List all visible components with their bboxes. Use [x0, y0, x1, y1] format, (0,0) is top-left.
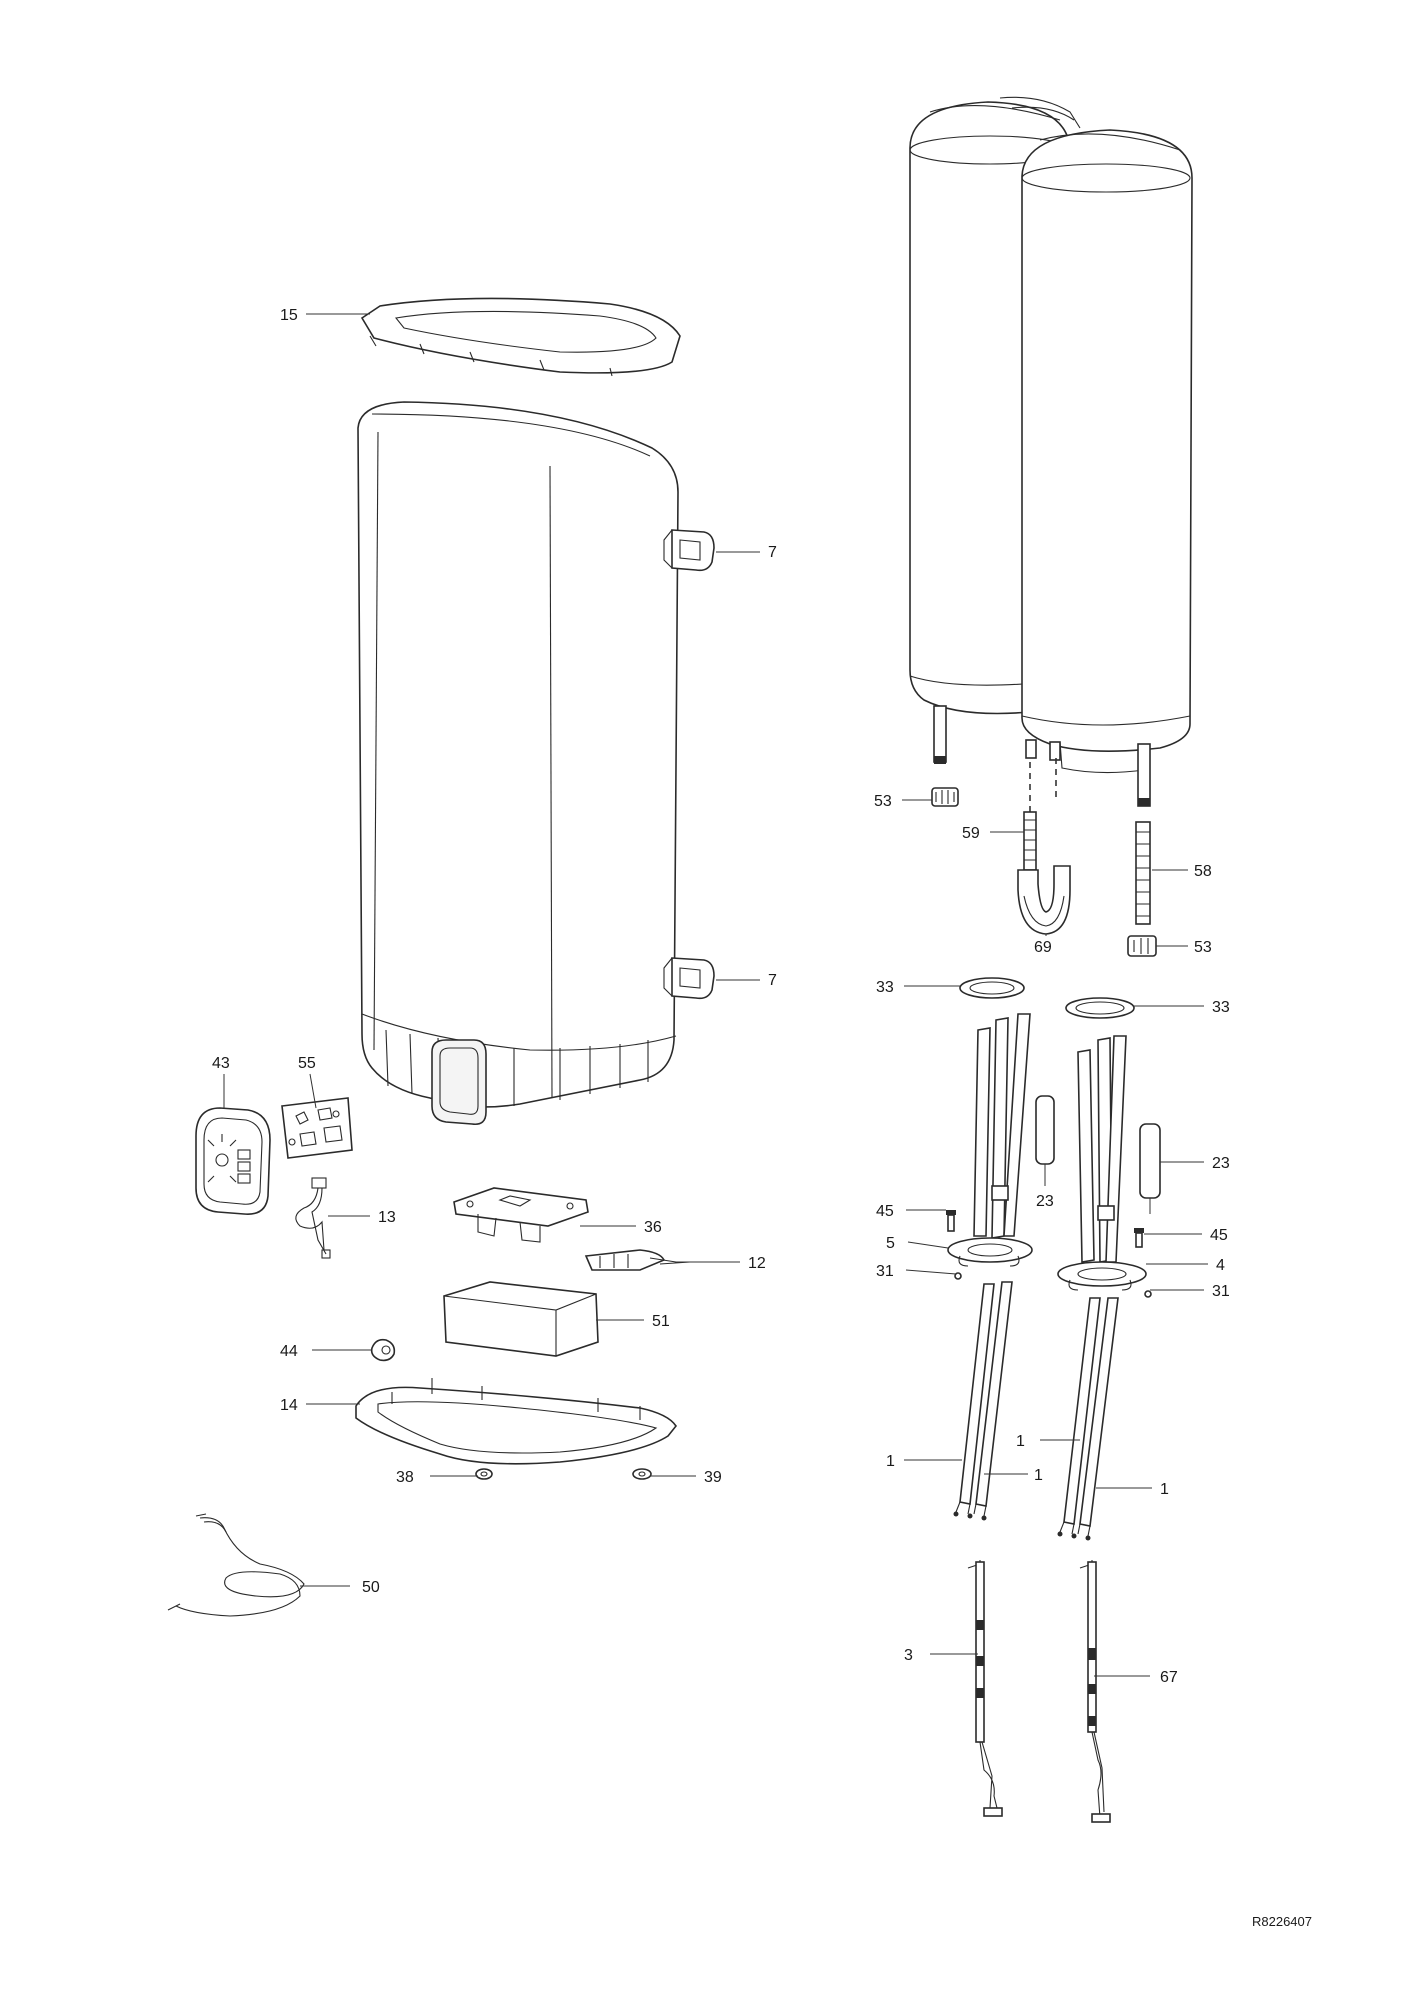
- electronic-board-part: [281, 1097, 353, 1159]
- flexible-hose-58-part: [1135, 821, 1151, 925]
- heating-rods-left-part: [953, 1281, 1013, 1521]
- callout-3: 3: [904, 1647, 913, 1664]
- callout-15: 15: [280, 307, 298, 324]
- callout-7-top: 7: [768, 544, 777, 561]
- panel-cable-part: [295, 1177, 331, 1259]
- threaded-nipple-left-part: [931, 787, 959, 807]
- callout-1-b: 1: [1016, 1433, 1025, 1450]
- gasket-right-part: [1065, 997, 1135, 1019]
- callout-53-right: 53: [1194, 939, 1212, 956]
- callout-33-right: 33: [1212, 999, 1230, 1016]
- electrical-box-part: [453, 1187, 589, 1243]
- flexible-hose-59-part: [1023, 758, 1057, 871]
- heating-flange-left-part: [947, 1013, 1033, 1267]
- nut-right-part: [1144, 1290, 1152, 1298]
- callout-31-left: 31: [876, 1263, 894, 1280]
- tank-connector-part: [999, 96, 1081, 129]
- callout-33-left: 33: [876, 979, 894, 996]
- wall-bracket-bottom-part: [663, 957, 715, 1000]
- callout-4: 4: [1216, 1257, 1225, 1274]
- callout-58: 58: [1194, 863, 1212, 880]
- terminal-block-part: [584, 1249, 691, 1271]
- callout-7-bottom: 7: [768, 972, 777, 989]
- callout-45-left: 45: [876, 1203, 894, 1220]
- callout-43: 43: [212, 1055, 230, 1072]
- callout-23-right: 23: [1212, 1155, 1230, 1172]
- heating-flange-right-part: [1057, 1035, 1147, 1291]
- anode-right-part: [1139, 1123, 1161, 1214]
- callout-31-right: 31: [1212, 1283, 1230, 1300]
- callout-50: 50: [362, 1579, 380, 1596]
- callout-13: 13: [378, 1209, 396, 1226]
- callout-45-right: 45: [1210, 1227, 1228, 1244]
- heating-rods-right-part: [1057, 1297, 1119, 1541]
- u-connector-part: [1017, 865, 1071, 935]
- wall-bracket-top-part: [663, 529, 715, 572]
- outer-casing-part: [357, 401, 679, 1126]
- thermostat-probe-right-part: [1079, 1560, 1111, 1823]
- callout-59: 59: [962, 825, 980, 842]
- anode-left-part: [1035, 1095, 1055, 1186]
- drawing-reference: R8226407: [1252, 1914, 1312, 1929]
- callout-36: 36: [644, 1219, 662, 1236]
- control-panel-part: [195, 1107, 271, 1215]
- screw-right-part: [1134, 1228, 1144, 1248]
- callout-44: 44: [280, 1343, 298, 1360]
- gasket-left-part: [959, 977, 1025, 999]
- callout-67: 67: [1160, 1669, 1178, 1686]
- callout-39: 39: [704, 1469, 722, 1486]
- tank-right-part: [1021, 129, 1193, 807]
- callout-23-left: 23: [1036, 1193, 1054, 1210]
- callout-1-c: 1: [1034, 1467, 1043, 1484]
- screw-left-part: [946, 1210, 956, 1232]
- bottom-frame-part: [355, 1378, 677, 1465]
- callout-38: 38: [396, 1469, 414, 1486]
- grommet-part: [475, 1468, 493, 1480]
- threaded-nipple-right-part: [1127, 935, 1157, 957]
- callout-12: 12: [748, 1255, 766, 1272]
- callout-14: 14: [280, 1397, 298, 1414]
- grommet-alt-part: [632, 1468, 652, 1480]
- callout-51: 51: [652, 1313, 670, 1330]
- box-cover-part: [443, 1281, 599, 1357]
- power-cable-part: [167, 1513, 305, 1617]
- callout-55: 55: [298, 1055, 316, 1072]
- callout-1-d: 1: [1160, 1481, 1169, 1498]
- callout-1-a: 1: [886, 1453, 895, 1470]
- callout-69: 69: [1034, 939, 1052, 956]
- callout-labels: 15 7 7 43 55 13 36 12 51 44 14 38 39 50 …: [212, 307, 1230, 1686]
- top-cover-part: [360, 297, 681, 377]
- thermostat-probe-left-part: [967, 1560, 1003, 1817]
- nut-left-part: [954, 1272, 962, 1280]
- leader-lines: [223, 313, 1208, 1677]
- callout-53-left: 53: [874, 793, 892, 810]
- cable-clip-part: [370, 1338, 396, 1362]
- callout-5: 5: [886, 1235, 895, 1252]
